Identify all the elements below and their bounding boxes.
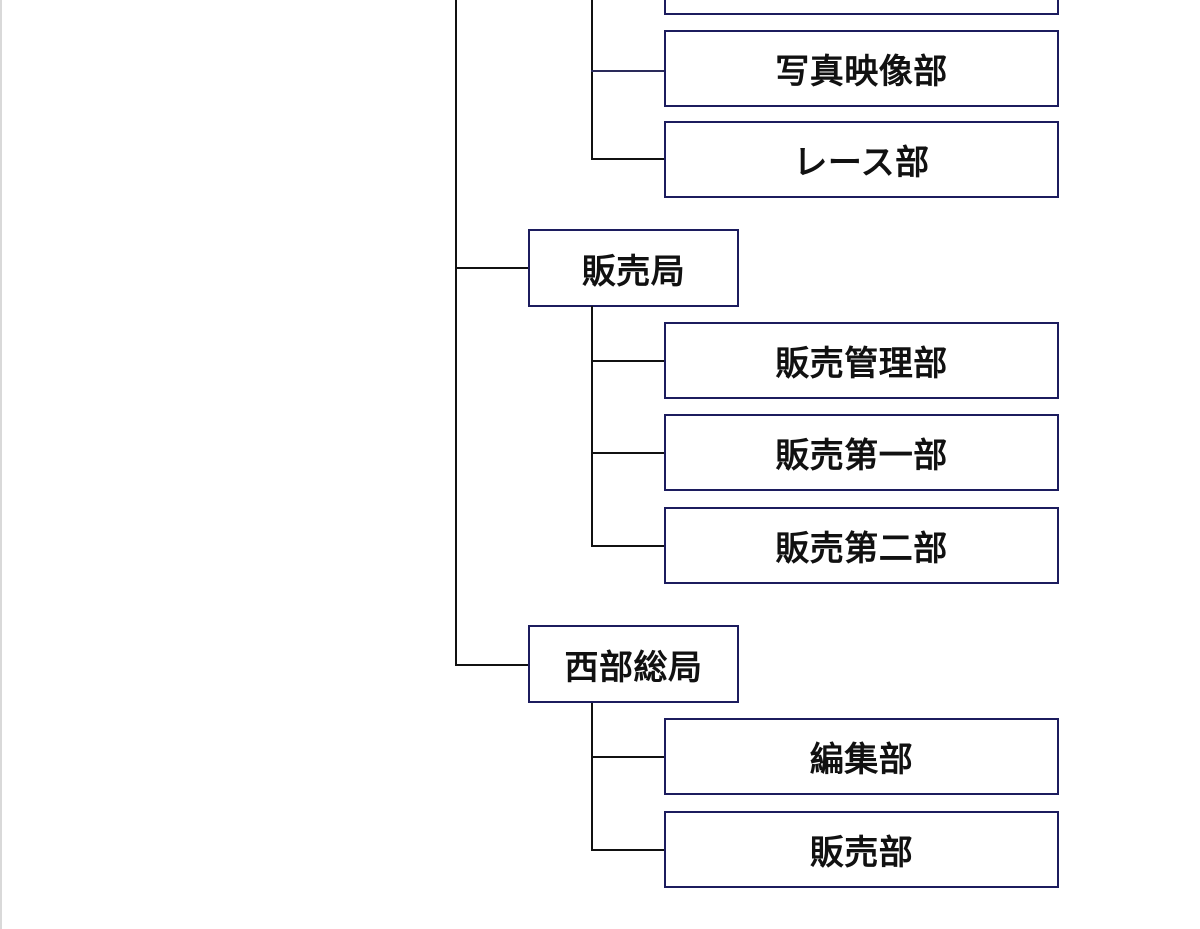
dept-box-hanbai-daiichi: 販売第一部 [664,414,1059,491]
hanbai-group-vertical-line [591,306,593,547]
page-left-border [0,0,2,929]
connector-seibu-henshu [591,756,665,758]
dept-box-seibu-hanbai: 販売部 [664,811,1059,888]
dept-box-seibu-henshu: 編集部 [664,718,1059,795]
connector-hanbai-kanri [591,360,665,362]
main-trunk-line [455,0,457,666]
dept-box-cutoff [664,0,1059,15]
seibu-group-vertical-line [591,703,593,851]
connector-hanbai-bureau [455,267,529,269]
dept-box-shashin-eizo: 写真映像部 [664,30,1059,107]
connector-seibu-hanbai [591,849,665,851]
connector-race [591,158,665,160]
dept-box-race: レース部 [664,121,1059,198]
bureau-box-hanbai: 販売局 [528,229,739,307]
top-group-vertical-line [591,0,593,160]
dept-box-hanbai-daini: 販売第二部 [664,507,1059,584]
dept-box-hanbai-kanri: 販売管理部 [664,322,1059,399]
connector-hanbai-daiichi [591,452,665,454]
connector-hanbai-daini [591,545,665,547]
connector-seibu-bureau [455,664,529,666]
bureau-box-seibu: 西部総局 [528,625,739,703]
connector-shashin [591,70,665,72]
